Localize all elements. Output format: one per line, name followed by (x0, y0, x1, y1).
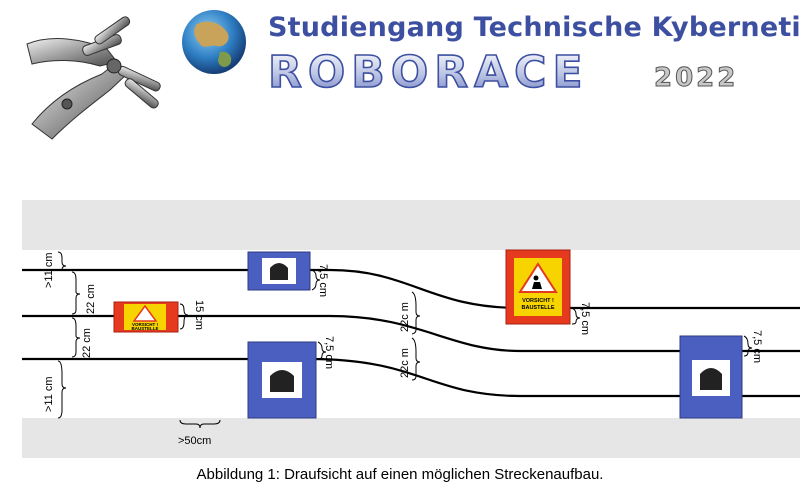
track-line-outer (22, 268, 800, 310)
svg-text:VORSICHT !: VORSICHT ! (132, 322, 159, 327)
roborace-2022-wordmark: ROBORACE 2022 (267, 48, 738, 94)
dim-bottom-margin: >11 cm (43, 376, 55, 412)
dimension-braces (57, 251, 753, 429)
construction-sign-large: VORSICHT ! BAUSTELLE (505, 249, 571, 325)
header: Studiengang Technische Kybernetik ROBORA… (0, 0, 800, 150)
tunnel-1 (247, 251, 311, 291)
track-line-center (22, 314, 800, 353)
figure-caption: Abbildung 1: Draufsicht auf einen möglic… (196, 466, 604, 483)
tunnel-2 (247, 341, 317, 419)
dim-lane-center-lower: 22c m (399, 348, 411, 378)
track-line-inner (22, 357, 800, 398)
dim-lane-upper: 22 cm (85, 284, 97, 314)
grey-band-bottom (22, 418, 800, 458)
dim-sign-clearance: 15 cm (193, 300, 205, 330)
svg-text:VORSICHT !: VORSICHT ! (522, 298, 554, 304)
dim-tunnel2-clearance: 7,5 cm (323, 336, 335, 369)
svg-text:BAUSTELLE: BAUSTELLE (522, 305, 555, 311)
program-title: Studiengang Technische Kybernetik (268, 12, 800, 43)
svg-text:ROBORACE: ROBORACE (268, 48, 589, 94)
robot-hand-globe-logo (26, 10, 246, 140)
construction-sign-small: VORSICHT ! BAUSTELLE (113, 301, 179, 333)
svg-text:BAUSTELLE: BAUSTELLE (132, 326, 159, 331)
dim-sign2-clearance: 7,5 cm (579, 302, 591, 335)
tunnel-3 (679, 335, 743, 419)
grey-band-top (22, 200, 800, 250)
svg-text:2022: 2022 (654, 63, 738, 93)
dim-min-distance: >50cm (178, 435, 211, 447)
track-top-view-diagram: VORSICHT ! BAUSTELLE VORSICHT ! BAUSTELL… (22, 200, 800, 458)
dim-top-margin: >11 cm (43, 252, 55, 288)
dim-lane-center-upper: 22c m (399, 302, 411, 332)
dim-tunnel3-clearance: 7,5 cm (751, 330, 763, 363)
dim-tunnel1-clearance: 7,5 cm (317, 264, 329, 297)
dim-lane-lower: 22 cm (81, 328, 93, 358)
